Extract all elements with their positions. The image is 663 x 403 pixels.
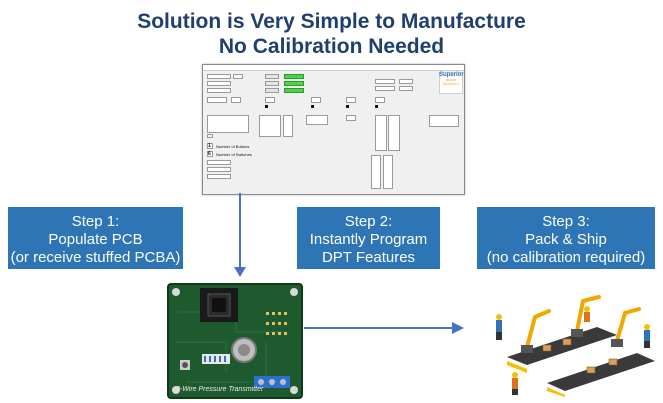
- pcb-board-image: [167, 283, 303, 399]
- software-checkbox: [207, 134, 213, 138]
- down-arrow-icon: [234, 193, 246, 277]
- software-field: [207, 167, 231, 172]
- software-checkbox: [311, 105, 314, 108]
- title-line-1: Solution is Very Simple to Manufacture: [137, 10, 526, 33]
- step-3-box: Step 3: Pack & Ship (no calibration requ…: [477, 207, 655, 269]
- software-table: [388, 115, 400, 151]
- software-green-button: [284, 88, 304, 93]
- step-1-line2: Populate PCB: [48, 231, 143, 248]
- software-field: [375, 97, 385, 103]
- software-table: [375, 115, 387, 151]
- software-field: [231, 97, 241, 103]
- factory-assembly-line-image: [496, 295, 655, 397]
- window-title-bar: [203, 65, 464, 71]
- software-checkbox: [346, 105, 349, 108]
- software-green-button: [284, 81, 304, 86]
- software-field: [207, 74, 231, 79]
- software-field: [207, 88, 231, 93]
- software-spinner: [207, 151, 213, 157]
- software-button: [265, 74, 279, 79]
- programming-software-screenshot: 1 Number of Buttons 6 Number of Switches: [202, 64, 465, 195]
- step-3-label: Step 3:: [542, 213, 590, 230]
- step-2-label: Step 2:: [344, 213, 393, 230]
- software-table: [306, 115, 328, 125]
- software-spinner: [207, 143, 213, 149]
- software-table: [283, 115, 293, 137]
- step-3-line3: (no calibration required): [486, 249, 646, 266]
- software-table: [371, 155, 381, 189]
- software-field: [311, 97, 321, 103]
- step-2-line2: Instantly Program: [309, 231, 428, 248]
- step-2-line3: DPT Features: [321, 249, 416, 266]
- superior-logo: Superior SENSOR TECHNOLOGY: [439, 72, 464, 92]
- step-1-label: Step 1:: [71, 213, 120, 230]
- step-2-box: Step 2: Instantly Program DPT Features: [297, 207, 440, 269]
- software-options: [429, 115, 459, 127]
- buttons-count: 1: [208, 143, 211, 149]
- software-field: [207, 174, 231, 179]
- software-field: [399, 79, 413, 84]
- buttons-count-label: Number of Buttons: [216, 144, 250, 149]
- software-field: [399, 86, 413, 91]
- software-button: [265, 88, 279, 93]
- software-field: [233, 74, 243, 79]
- switches-count: 6: [208, 151, 211, 157]
- software-checkbox: [265, 105, 268, 108]
- software-field: [346, 115, 356, 121]
- title-line-2: No Calibration Needed: [218, 35, 445, 58]
- software-green-button: [284, 74, 304, 79]
- software-table: [259, 115, 281, 137]
- superior-logo-sub: SENSOR TECHNOLOGY: [442, 79, 460, 86]
- software-table: [207, 115, 249, 133]
- software-field: [346, 97, 356, 103]
- step-1-box: Step 1: Populate PCB (or receive stuffed…: [8, 207, 183, 269]
- software-field: [207, 97, 227, 103]
- software-field: [265, 97, 275, 103]
- pcb-caption: 3-Wire Pressure Transmitter: [176, 386, 264, 393]
- software-checkbox: [375, 105, 378, 108]
- software-field: [207, 81, 231, 86]
- company-logo-box: [439, 72, 463, 94]
- right-arrow-icon: [304, 322, 464, 334]
- software-field: [375, 86, 395, 91]
- software-field: [375, 79, 395, 84]
- superior-logo-name: Superior: [439, 72, 464, 78]
- step-3-line2: Pack & Ship: [525, 231, 607, 248]
- software-field: [207, 160, 231, 165]
- software-table: [383, 155, 393, 189]
- switches-count-label: Number of Switches: [216, 152, 252, 157]
- software-button: [265, 81, 279, 86]
- step-1-line3: (or receive stuffed PCBA): [10, 249, 181, 266]
